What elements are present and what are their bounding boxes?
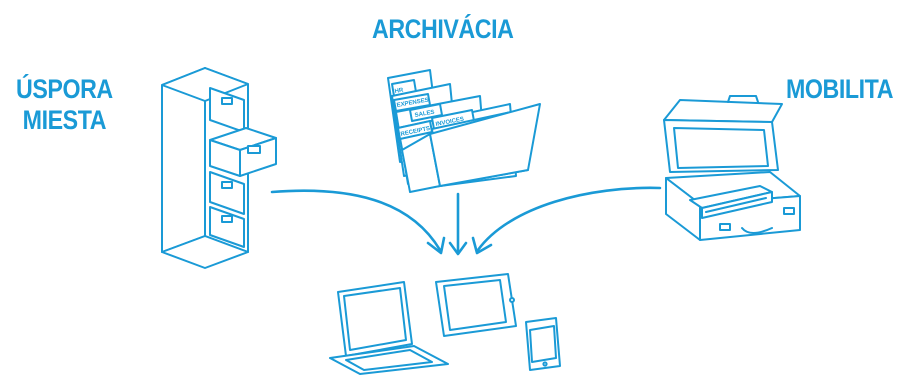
- folder-tab-expenses: EXPENSES: [396, 97, 429, 109]
- space-saving-label-line2: MIESTA: [22, 105, 107, 136]
- archive-label: ARCHIVÁCIA: [372, 14, 514, 44]
- arrow-from-cabinet: [270, 189, 442, 252]
- arrows: [270, 186, 662, 256]
- mobility-label: MOBILITA: [786, 74, 894, 104]
- briefcase-scanner-icon: [663, 95, 801, 241]
- folder-tab-sales: SALES: [414, 110, 435, 119]
- arrow-from-briefcase: [476, 186, 662, 252]
- filing-cabinet-icon: [161, 67, 277, 269]
- folders-icon: HR EXPENSES SALES RECEIPTS INVOICES: [387, 69, 541, 193]
- space-saving-label-line1: ÚSPORA: [16, 74, 113, 104]
- laptop-icon: [329, 281, 449, 375]
- folder-tab-invoices: INVOICES: [435, 117, 464, 128]
- phone-icon: [525, 317, 561, 371]
- space-saving-label: ÚSPORA MIESTA: [16, 74, 113, 136]
- folder-tab-hr: HR: [394, 87, 404, 95]
- tablet-icon: [435, 273, 517, 337]
